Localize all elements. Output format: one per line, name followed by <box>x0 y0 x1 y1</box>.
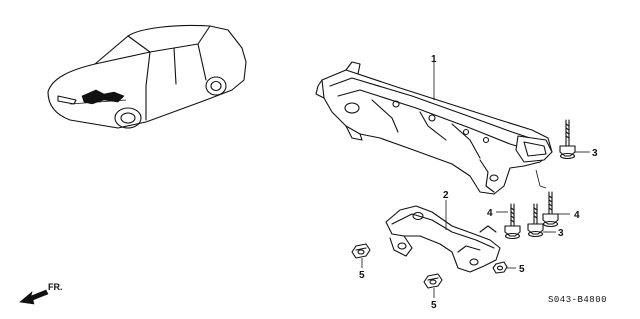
callout-5-right: 5 <box>519 264 525 275</box>
callout-3-upper: 3 <box>592 148 598 159</box>
bolt-3-upper <box>559 119 576 160</box>
bolt-5-left <box>351 243 371 259</box>
callout-1: 1 <box>431 54 437 65</box>
bolt-5-right <box>492 261 508 274</box>
callout-4-left: 4 <box>487 208 493 219</box>
bolt-4-right <box>542 191 559 228</box>
bolt-3-lower <box>527 203 544 238</box>
front-subframe <box>315 61 553 195</box>
bolt-5-bottom <box>423 273 443 289</box>
callout-3-lower: 3 <box>558 228 564 239</box>
callout-4-right: 4 <box>574 210 580 221</box>
diagram-code: S043-B4800 <box>548 295 607 305</box>
car-locator-illustration <box>47 24 247 129</box>
front-direction-arrow: FR. <box>19 282 63 305</box>
bolt-4-left <box>504 203 521 240</box>
callout-5-left: 5 <box>359 270 365 281</box>
callout-2: 2 <box>443 190 449 201</box>
callout-5-bottom: 5 <box>431 300 437 311</box>
leader-lines <box>361 62 590 298</box>
front-direction-label: FR. <box>48 282 63 292</box>
subframe-rear-bracket <box>385 205 501 273</box>
